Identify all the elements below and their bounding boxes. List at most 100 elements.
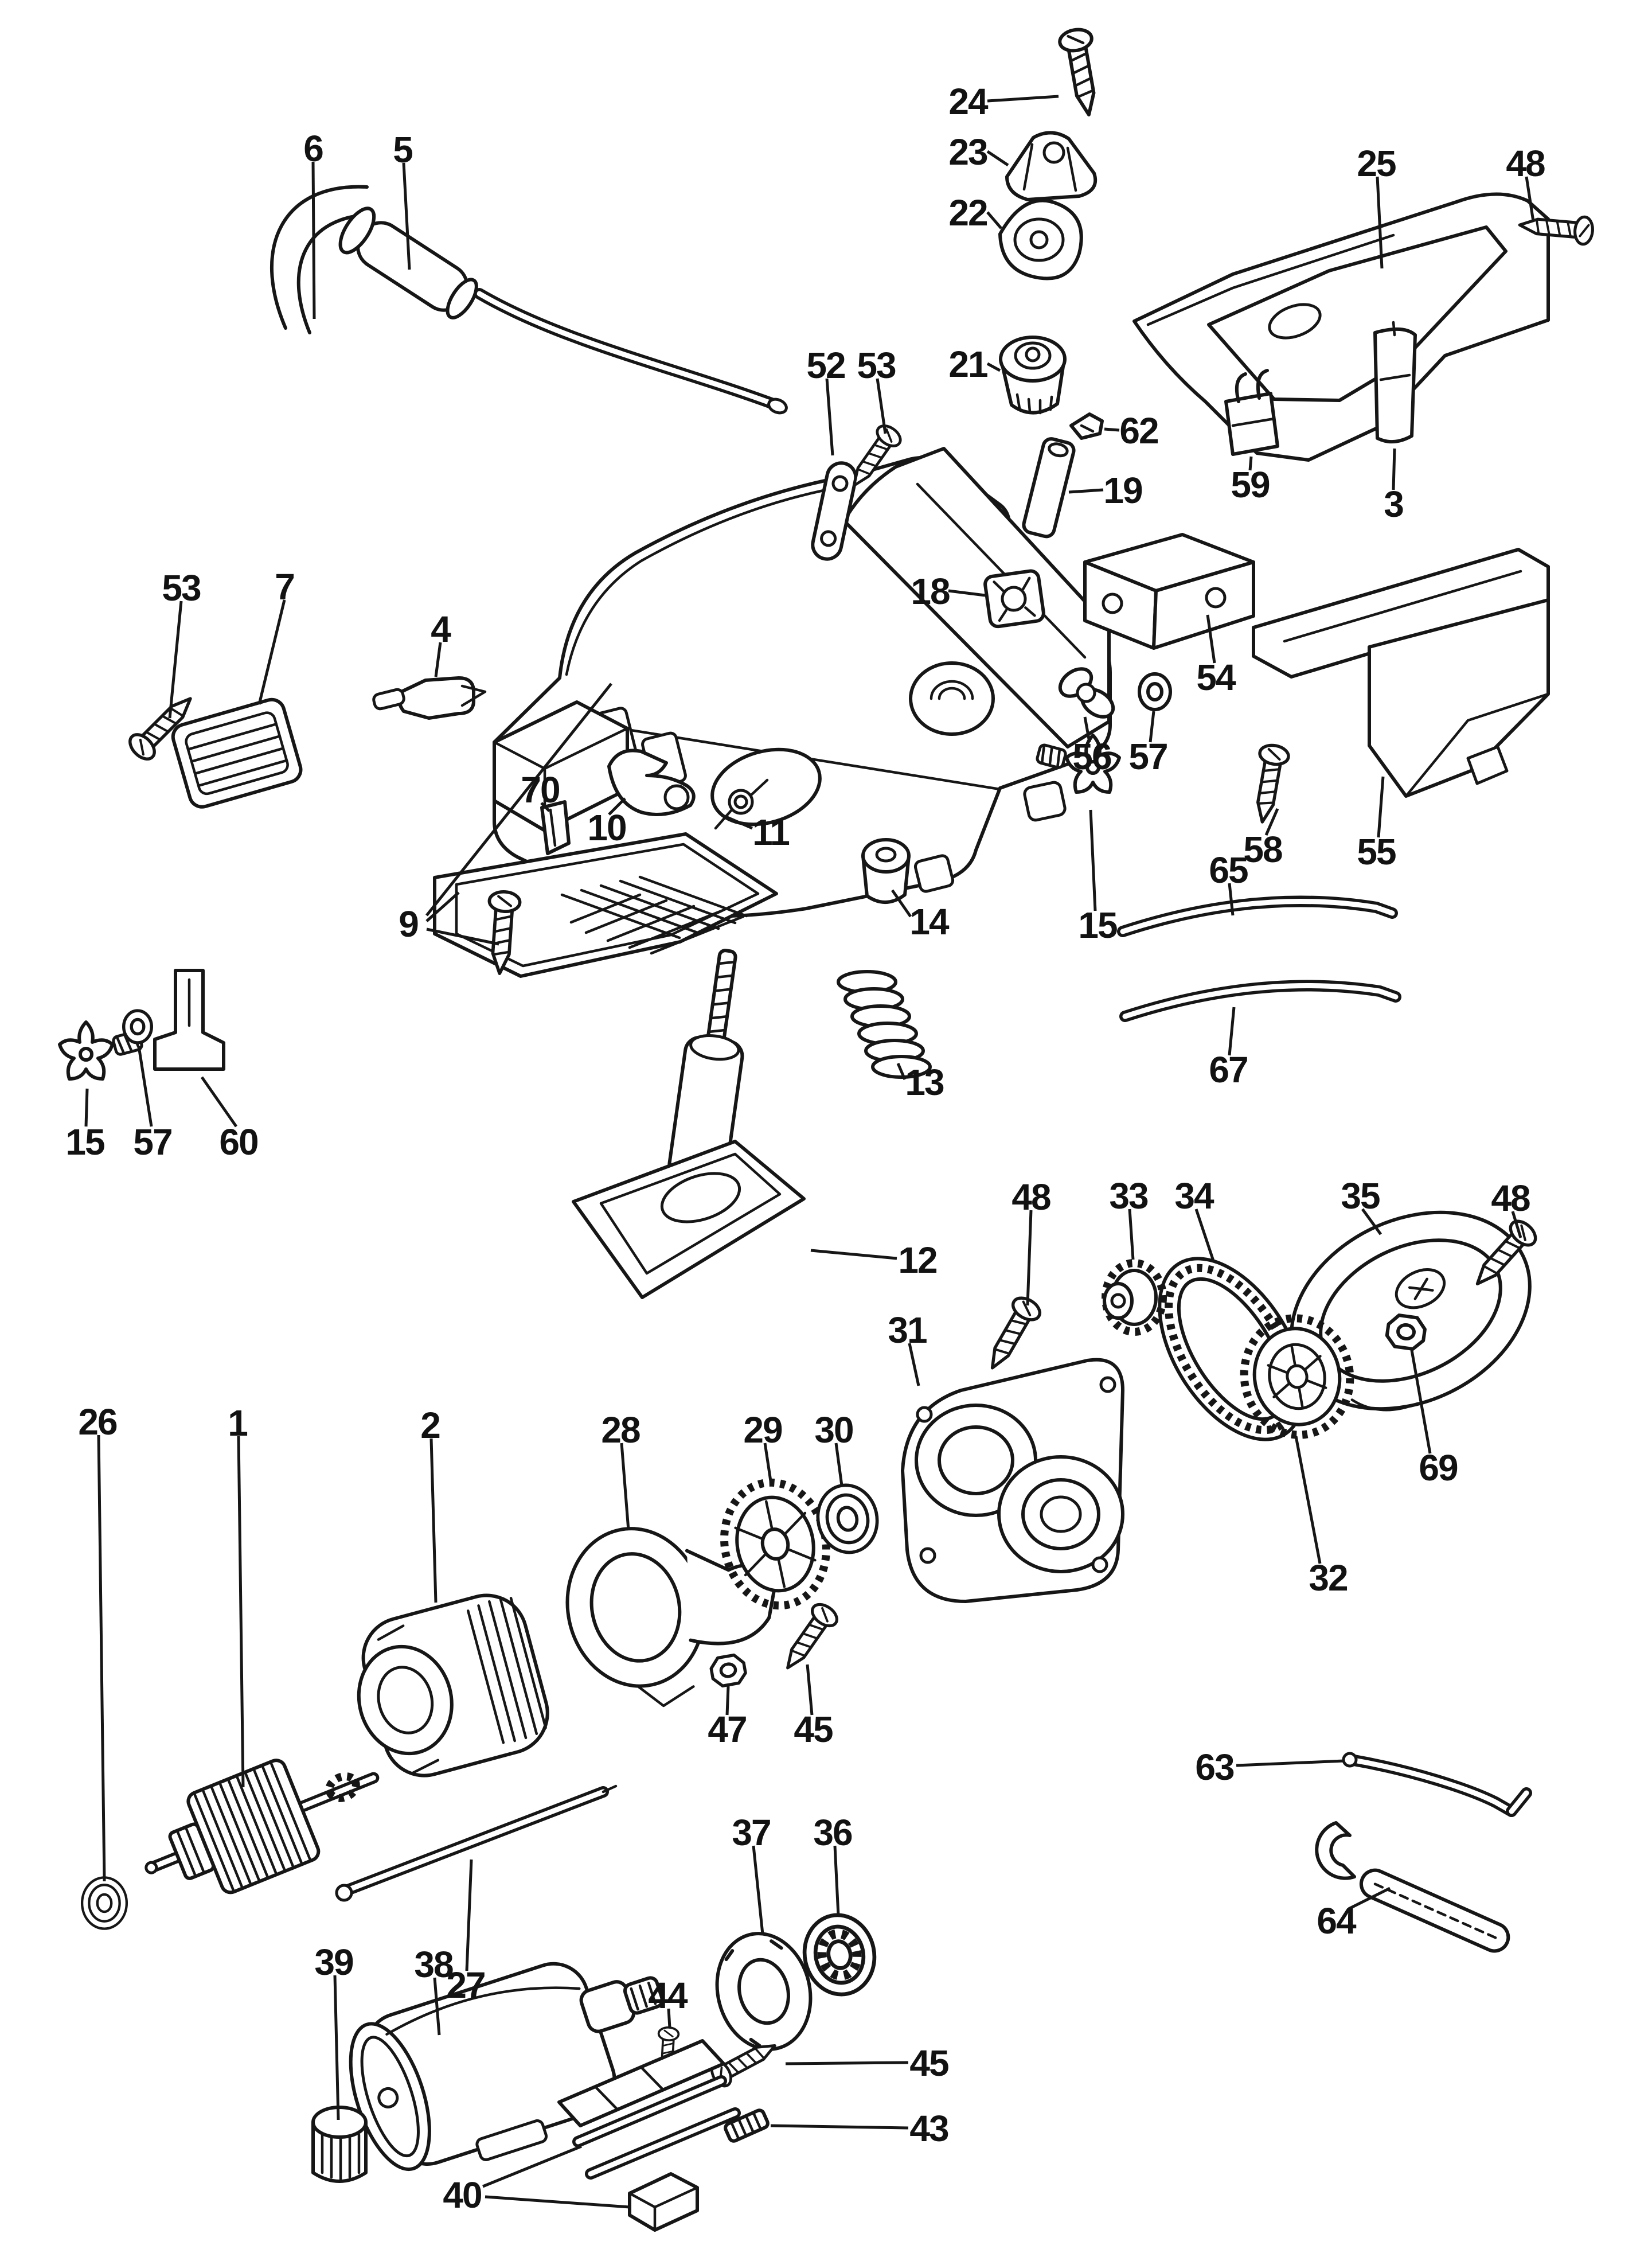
leader-line-4 bbox=[434, 642, 442, 677]
part-label-56: 56 bbox=[1072, 736, 1111, 777]
leader-line-14 bbox=[891, 889, 912, 918]
leader-line-10 bbox=[608, 797, 626, 816]
bearing-flange-37 bbox=[715, 1932, 813, 2051]
part-label-69: 69 bbox=[1419, 1447, 1458, 1488]
part-label-31: 31 bbox=[888, 1309, 927, 1351]
base-plate-9 bbox=[433, 832, 778, 978]
lock-nut-69 bbox=[1385, 1314, 1426, 1350]
part-label-9: 9 bbox=[399, 903, 418, 945]
leader-line-44 bbox=[667, 2008, 671, 2029]
clamp-lever-10 bbox=[607, 749, 696, 816]
motor-pulley-33 bbox=[1102, 1259, 1167, 1336]
leader-line-5 bbox=[402, 162, 411, 270]
motor-assembly-38 bbox=[349, 1962, 664, 2172]
leader-line-52 bbox=[825, 378, 834, 456]
part-label-15a: 15 bbox=[65, 1121, 104, 1163]
screw-24 bbox=[1058, 27, 1104, 117]
leader-line-70 bbox=[540, 802, 550, 812]
part-label-36: 36 bbox=[813, 1812, 852, 1853]
part-label-7: 7 bbox=[275, 566, 294, 607]
part-label-65: 65 bbox=[1209, 849, 1248, 891]
leader-line-65 bbox=[1228, 883, 1235, 916]
part-label-28: 28 bbox=[601, 1409, 640, 1451]
part-label-37: 37 bbox=[732, 1812, 770, 1853]
tension-rod-27 bbox=[335, 1784, 618, 1902]
leader-line-25 bbox=[1376, 176, 1384, 269]
bearing-36 bbox=[797, 1909, 881, 2001]
leader-line-12 bbox=[810, 1249, 897, 1260]
cord-link-52 bbox=[811, 461, 858, 561]
rear-handle-25 bbox=[1132, 192, 1550, 462]
part-label-62: 62 bbox=[1119, 410, 1158, 451]
leader-line-38 bbox=[433, 1977, 441, 2036]
part-label-24: 24 bbox=[948, 81, 989, 122]
leader-line-36 bbox=[833, 1845, 840, 1916]
part-label-30: 30 bbox=[814, 1409, 853, 1451]
part-label-53b: 53 bbox=[857, 345, 896, 386]
blade-drum-gear-32 bbox=[1240, 1314, 1354, 1439]
leader-line-6 bbox=[311, 161, 316, 319]
part-label-64: 64 bbox=[1317, 1900, 1357, 1942]
part-label-11: 11 bbox=[752, 812, 789, 853]
leader-line-53c bbox=[168, 601, 183, 719]
part-label-22: 22 bbox=[948, 192, 987, 233]
leader-line-53b bbox=[876, 378, 887, 434]
guide-fence-55 bbox=[1252, 548, 1550, 798]
leader-line-67 bbox=[1228, 1007, 1236, 1056]
leader-lines bbox=[84, 95, 1535, 2209]
part-label-59: 59 bbox=[1231, 464, 1270, 505]
part-label-10: 10 bbox=[587, 807, 626, 848]
part-label-57a: 57 bbox=[133, 1121, 171, 1163]
front-shoe-12 bbox=[572, 949, 806, 1299]
part-label-35: 35 bbox=[1341, 1175, 1380, 1217]
part-label-3: 3 bbox=[1384, 484, 1403, 525]
leader-line-22 bbox=[986, 211, 1002, 229]
leader-line-34 bbox=[1194, 1209, 1215, 1261]
part-label-32: 32 bbox=[1309, 1557, 1348, 1599]
fan-29 bbox=[720, 1478, 830, 1610]
leader-line-19 bbox=[1068, 488, 1104, 494]
leader-line-62 bbox=[1104, 427, 1120, 432]
mount-bracket-54 bbox=[1083, 533, 1255, 650]
leader-line-9 bbox=[425, 891, 460, 922]
part-label-13: 13 bbox=[905, 1062, 944, 1103]
leader-line-9 bbox=[426, 927, 499, 946]
leader-line-26 bbox=[97, 1434, 106, 1882]
end-cap-39 bbox=[311, 2106, 368, 2183]
planer-main-housing bbox=[493, 447, 1112, 918]
leader-line-40 bbox=[482, 2145, 582, 2188]
leader-line-48b bbox=[1026, 1210, 1033, 1306]
part-label-34: 34 bbox=[1174, 1175, 1214, 1217]
part-label-25: 25 bbox=[1357, 143, 1396, 184]
leader-line-15a bbox=[84, 1088, 89, 1127]
part-label-63: 63 bbox=[1195, 1747, 1234, 1788]
part-label-29: 29 bbox=[743, 1409, 782, 1451]
armature-1 bbox=[144, 1759, 380, 1895]
leader-line-35 bbox=[1361, 1208, 1382, 1235]
part-label-1: 1 bbox=[228, 1402, 247, 1444]
leader-line-55 bbox=[1377, 776, 1385, 838]
part-label-27: 27 bbox=[446, 1964, 485, 2006]
part-label-19: 19 bbox=[1103, 470, 1142, 511]
part-label-48b: 48 bbox=[1011, 1176, 1050, 1218]
leader-line-45b bbox=[785, 2061, 909, 2065]
leader-line-60 bbox=[200, 1076, 238, 1128]
part-label-33: 33 bbox=[1109, 1175, 1148, 1217]
part-label-15b: 15 bbox=[1078, 905, 1117, 946]
leader-line-40 bbox=[485, 2195, 630, 2209]
set-screw-43 bbox=[724, 2108, 770, 2143]
pin-sleeve-19 bbox=[1022, 437, 1076, 539]
screw-48b bbox=[980, 1293, 1044, 1375]
part-label-57b: 57 bbox=[1128, 736, 1167, 777]
leader-line-47 bbox=[725, 1686, 730, 1716]
leader-line-29 bbox=[763, 1443, 772, 1482]
leader-line-37 bbox=[752, 1845, 764, 1935]
leader-line-2 bbox=[429, 1438, 438, 1603]
part-label-53c: 53 bbox=[162, 567, 201, 609]
leader-line-64 bbox=[1348, 1886, 1391, 1911]
carbon-brush-3 bbox=[1373, 321, 1417, 444]
leader-line-13 bbox=[896, 1063, 907, 1080]
leader-line-63 bbox=[1236, 1759, 1345, 1767]
